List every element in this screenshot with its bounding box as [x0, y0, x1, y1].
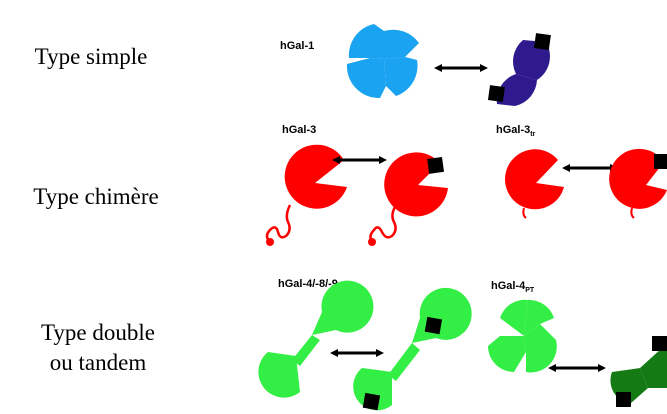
type-simple-label: Type simple: [34, 44, 148, 69]
hgal489-free: [258, 280, 374, 398]
hgal4pt-free: [488, 299, 557, 373]
hgal3tr-label: hGal-3tr: [496, 124, 536, 138]
hgal3tr-bound: [609, 148, 667, 219]
hgal489-bound: [353, 287, 472, 411]
type-chimere-label: Type chimère: [33, 184, 159, 209]
hgal3-bound: [368, 152, 448, 246]
hgal4pt-label: hGal-4PT: [491, 280, 535, 294]
hgal4pt-bound: [610, 336, 667, 407]
hgal3tr-free: [505, 149, 564, 219]
hgal1-label: hGal-1: [280, 40, 315, 52]
hgal1-free-dimer: [346, 24, 419, 99]
hgal3-free: [265, 144, 347, 246]
hgal489-label: hGal-4/-8/-9: [278, 278, 338, 290]
type-tandem-label: Type double ou tandem: [40, 320, 155, 375]
hgal1-bound-dimer: [487, 33, 551, 106]
hgal3-label: hGal-3: [282, 124, 317, 136]
